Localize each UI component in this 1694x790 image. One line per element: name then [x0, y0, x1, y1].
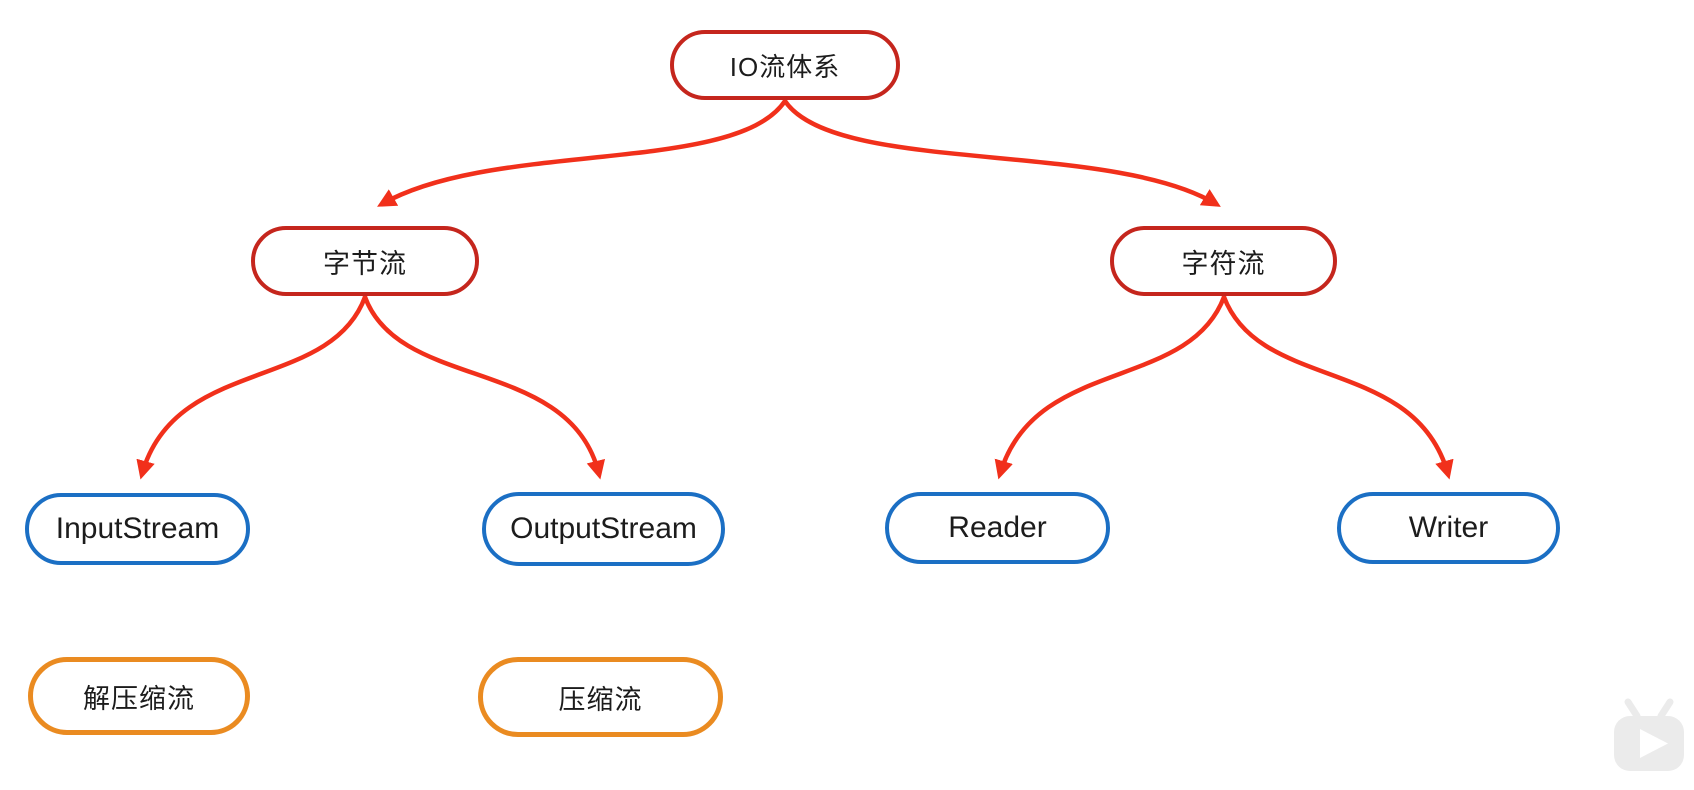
node-io-stream-system[interactable]: IO流体系	[670, 30, 900, 100]
edge-io-to-byte	[377, 98, 788, 207]
node-char-stream[interactable]: 字符流	[1110, 226, 1337, 296]
edge-char-to-reader	[994, 294, 1227, 480]
node-label: 压缩流	[558, 684, 643, 715]
node-reader[interactable]: Reader	[885, 492, 1110, 564]
node-byte-stream[interactable]: 字节流	[251, 226, 479, 296]
node-decompress-stream[interactable]: 解压缩流	[28, 657, 250, 735]
node-label: IO流体系	[729, 51, 841, 82]
edge-char-to-writer	[1221, 294, 1454, 480]
node-label: Reader	[948, 511, 1047, 544]
node-inputstream[interactable]: InputStream	[25, 493, 250, 565]
node-writer[interactable]: Writer	[1337, 492, 1560, 564]
edge-io-to-char	[782, 98, 1221, 207]
node-label: 字符流	[1181, 248, 1266, 279]
node-label: OutputStream	[510, 512, 697, 545]
node-compress-stream[interactable]: 压缩流	[478, 657, 723, 737]
bilibili-tv-icon	[1614, 698, 1684, 771]
edge-byte-to-output	[362, 294, 605, 480]
node-label: InputStream	[55, 512, 220, 545]
node-label: Writer	[1408, 511, 1489, 544]
node-outputstream[interactable]: OutputStream	[482, 492, 725, 566]
node-label: 字节流	[323, 248, 407, 279]
edge-byte-to-input	[136, 294, 368, 480]
node-label: 解压缩流	[83, 683, 195, 714]
